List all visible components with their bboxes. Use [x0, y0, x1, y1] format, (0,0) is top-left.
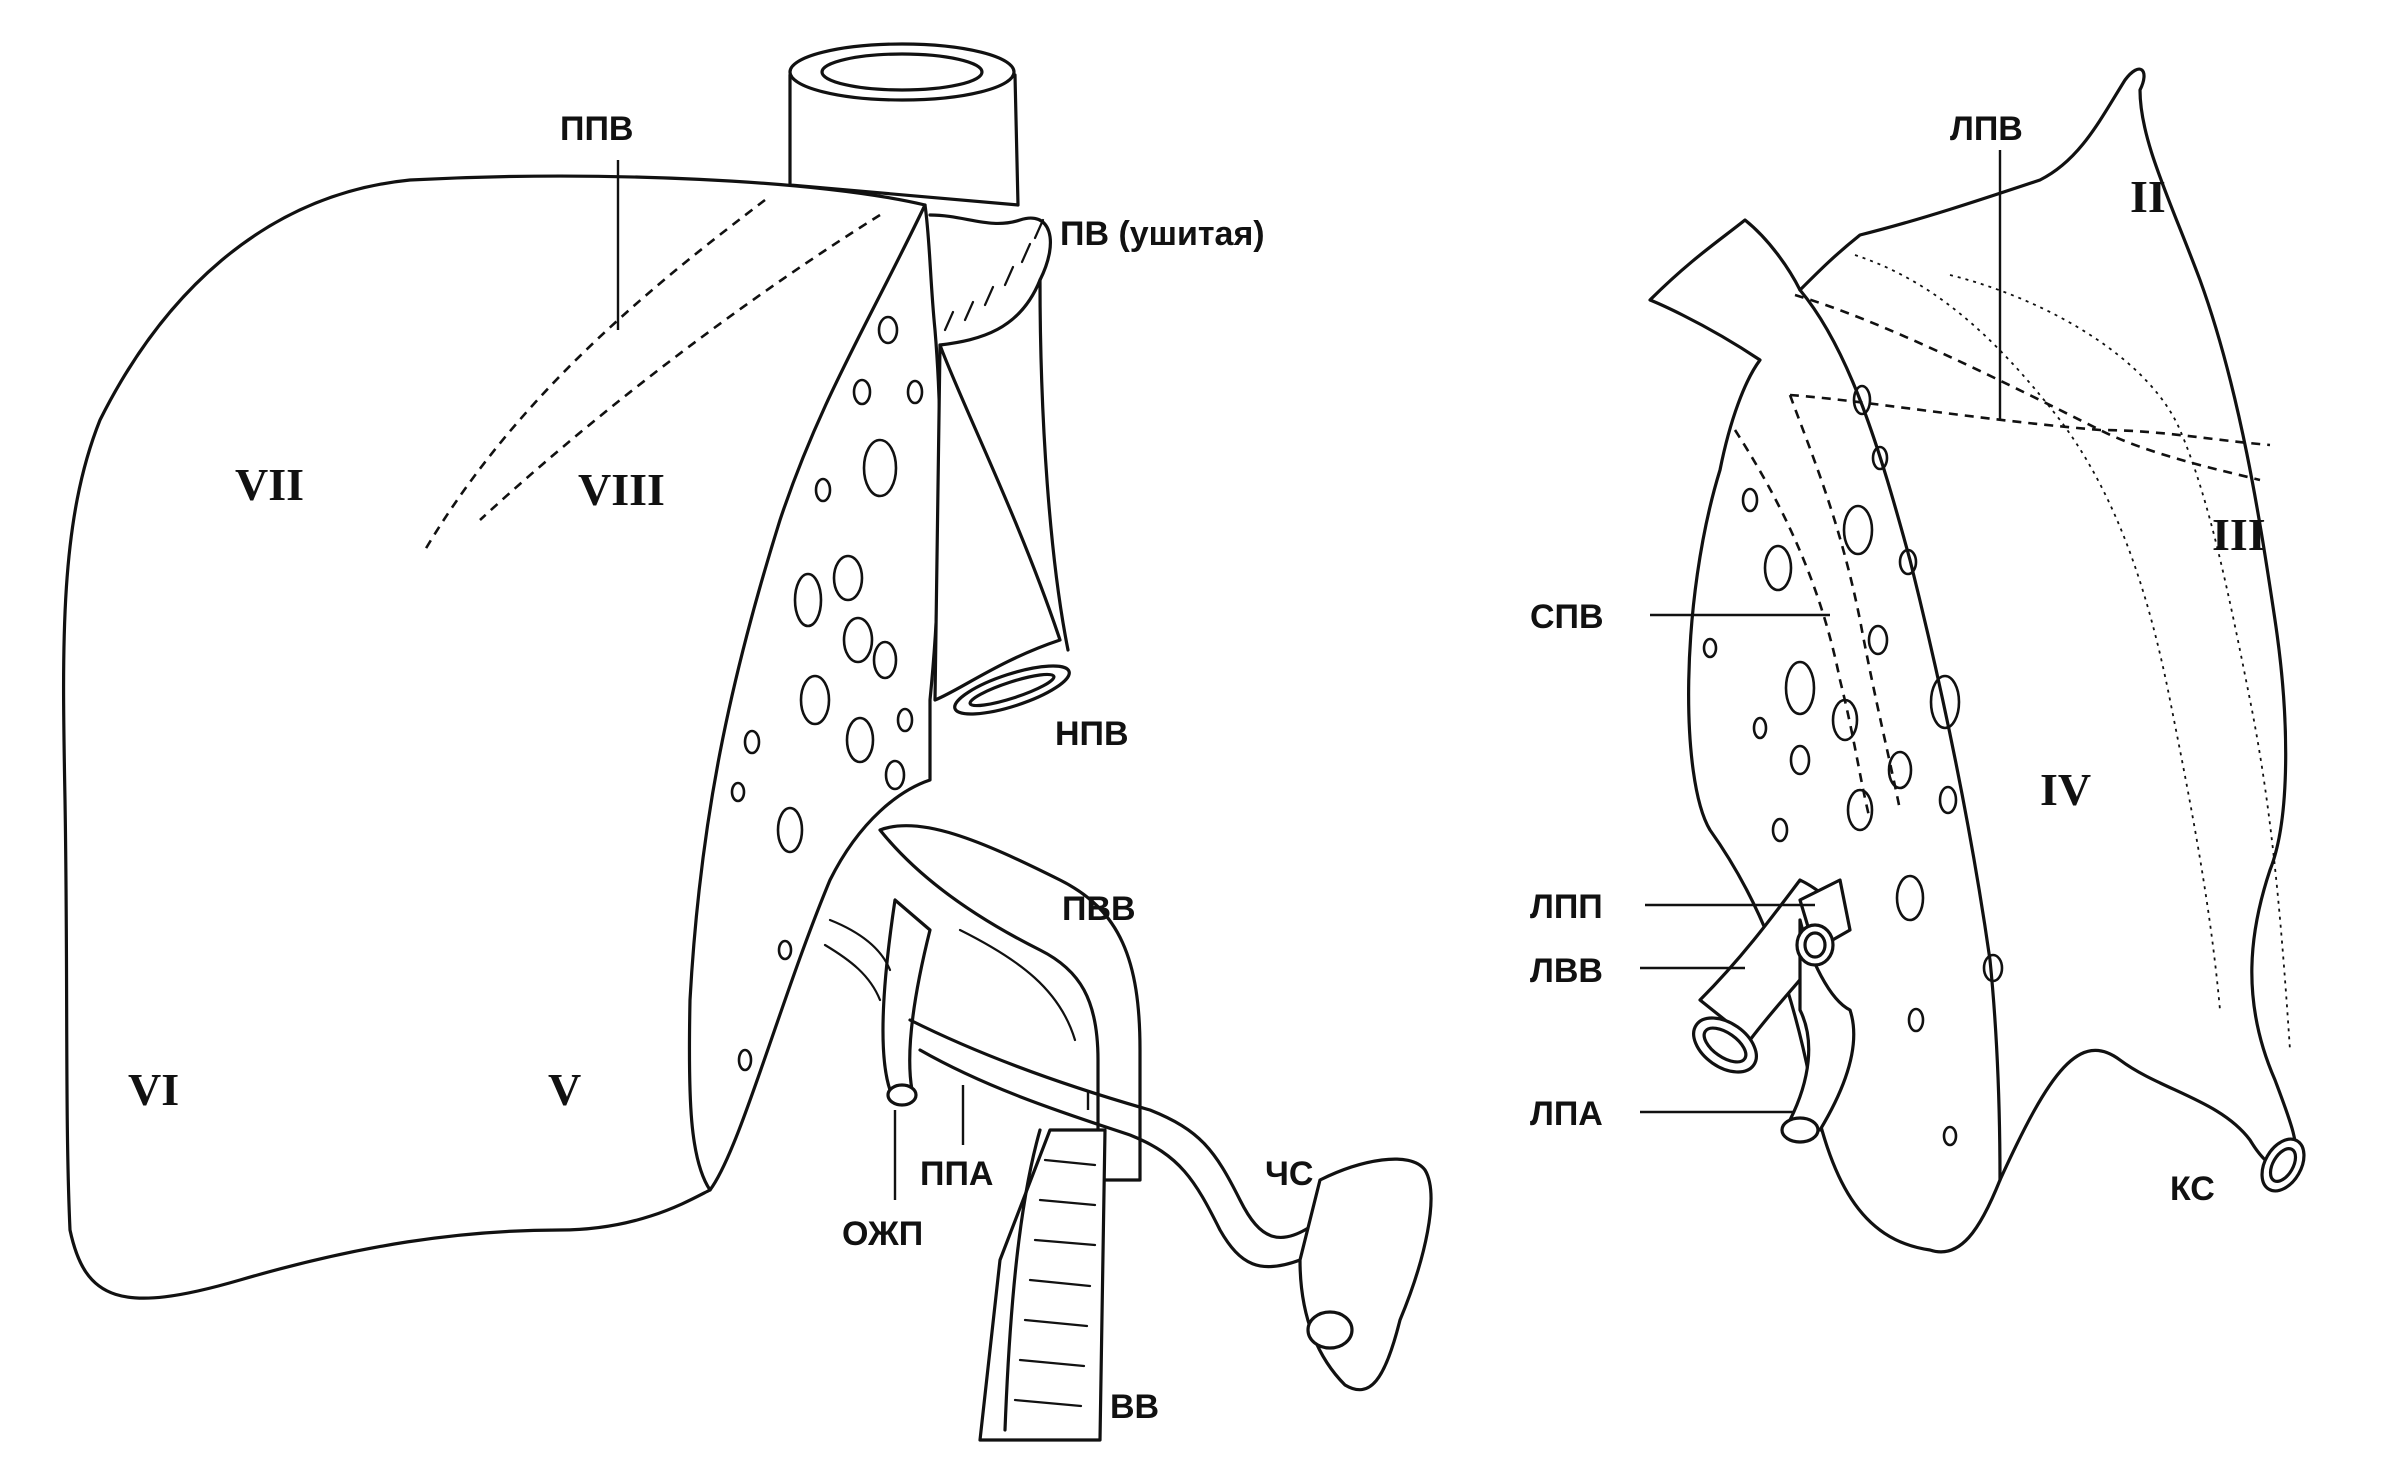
ligament-dotted-line-1 [1854, 254, 2221, 1011]
npv-opening [953, 664, 1071, 716]
lvv-opening [1692, 1016, 1758, 1074]
pvv-portal-vein [878, 824, 1142, 1182]
label-chs: ЧС [1265, 1155, 1313, 1193]
left-liver-outline [61, 174, 943, 1300]
segment-ii: II [2130, 171, 2166, 222]
label-lpa: ЛПА [1530, 1095, 1603, 1133]
lpa-opening [1780, 1116, 1820, 1144]
label-ozhp: ОЖП [842, 1215, 923, 1253]
ozhp-duct-opening [886, 1083, 918, 1107]
vessel-top-lumen [820, 52, 984, 92]
vv-rings [1013, 1158, 1097, 1408]
right-liver-drawing [1640, 67, 2306, 1254]
npv-vessel [933, 343, 1062, 702]
spv-dashed-line-1 [1788, 394, 1902, 811]
left-liver-drawing [61, 42, 1433, 1442]
right-liver-outline [1648, 67, 2298, 1254]
pvv-inner-line [958, 928, 1077, 1042]
right-cut-surface-edge [1798, 288, 2002, 1182]
lvv-lumen [1702, 1026, 1748, 1064]
left-leader-lines [616, 160, 1090, 1200]
label-ppa: ППА [920, 1155, 993, 1193]
right-hilum-structures [1692, 878, 1856, 1144]
segment-iii: III [2212, 509, 2266, 560]
label-vv: ВВ [1110, 1388, 1159, 1426]
left-segment-labels: VII VIII VI V [128, 459, 665, 1115]
lpp-duct-lumen [1803, 931, 1827, 959]
lpp-duct-opening [1795, 923, 1835, 967]
left-vessel-labels: ППВ ПВ (ушитая) НПВ ПВВ ППА ОЖП ЧС ВВ [560, 110, 1313, 1426]
npv-lumen [968, 672, 1056, 708]
sutured-vein-wall [928, 213, 1052, 347]
right-leader-lines [1640, 150, 2002, 1114]
segment-vii: VII [235, 459, 304, 510]
ivc-right-wall [1038, 278, 1070, 652]
label-ppv: ППВ [560, 110, 633, 148]
hilum-structures [823, 824, 1433, 1442]
chs-artery-lower [918, 1048, 1302, 1269]
spv-dashed-line-2 [1733, 429, 1872, 821]
lpa-artery [1788, 918, 1856, 1132]
segment-vi: VI [128, 1064, 179, 1115]
segment-iv: IV [2040, 764, 2091, 815]
vv-inner-wall-1 [1003, 1128, 1042, 1432]
label-lpp: ЛПП [1530, 888, 1603, 926]
lpv-dashed-line-2 [1789, 393, 2271, 447]
ppv-dashed-line-1 [423, 198, 766, 551]
segment-viii: VIII [578, 464, 665, 515]
right-segment-labels: II III IV [2040, 171, 2266, 815]
chs-aortic-patch [1298, 1157, 1433, 1392]
label-pv-sutured: ПВ (ушитая) [1060, 215, 1265, 253]
label-lvv: ЛВВ [1530, 952, 1603, 990]
label-spv: СПВ [1530, 598, 1604, 636]
suture-stitches [943, 218, 1045, 332]
segment-v: V [548, 1064, 581, 1115]
label-pvv: ПВВ [1062, 890, 1136, 928]
cut-surface-vessel-holes [730, 315, 924, 1072]
label-ks: КС [2170, 1170, 2215, 1208]
ligament-dotted-line-2 [1949, 274, 2291, 1051]
chs-artery-upper [908, 1018, 1322, 1239]
right-cut-surface-holes [1702, 384, 2004, 1147]
right-vessel-labels: ЛПВ СПВ ЛПП ЛВВ ЛПА КС [1530, 110, 2215, 1208]
label-npv: НПВ [1055, 715, 1129, 753]
chs-stump [1306, 1310, 1354, 1350]
cut-surface-edge [687, 203, 927, 1192]
hilum-tissue-lines [823, 918, 892, 1002]
vv-vein-stub [978, 1128, 1107, 1442]
ks-vessel-lumen [2268, 1147, 2298, 1183]
label-lpv: ЛПВ [1950, 110, 2023, 148]
ozhp-bile-duct [881, 898, 932, 1092]
